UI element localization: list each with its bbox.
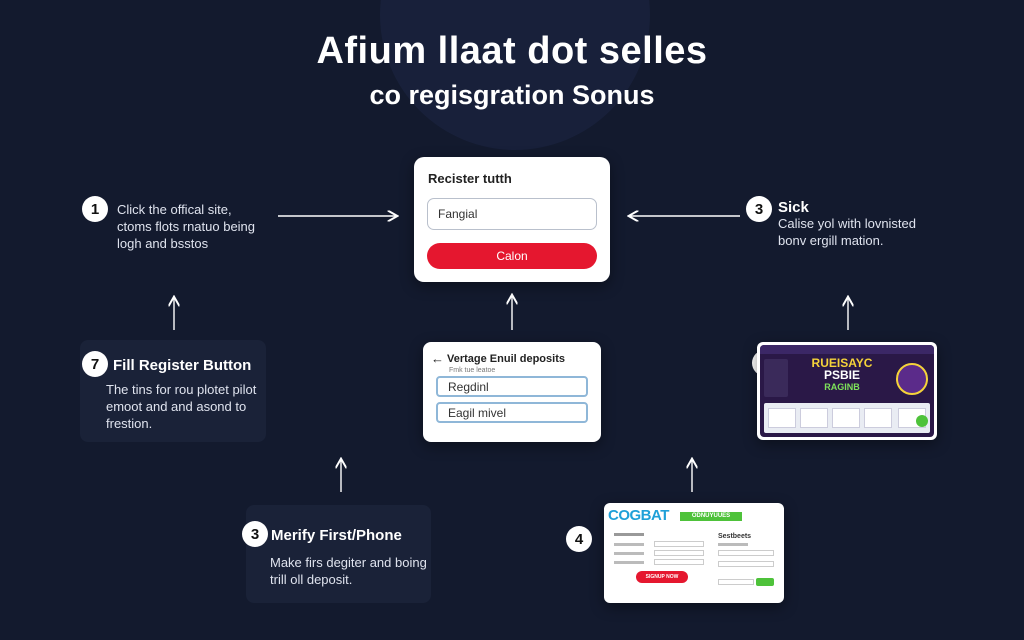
step4-desc-line: trill oll deposit. <box>270 572 353 587</box>
casino-card: RUEISAYC PSBIE RAGINB <box>757 342 937 440</box>
verify-card: ← Vertage Enuil deposits Fmk tue leatoe … <box>423 342 601 442</box>
game-tile[interactable] <box>800 408 828 428</box>
step-badge-3: 7 <box>82 351 108 377</box>
page-title: Afium llaat dot selles <box>316 30 708 72</box>
step-badge-2: 3 <box>746 196 772 222</box>
step3-desc: The tins for rou plotet pilot emoot and … <box>106 381 256 432</box>
step3-desc-line: emoot and and asond to <box>106 399 247 414</box>
step-badge-5: 4 <box>566 526 592 552</box>
signup-submit-button[interactable]: SIGNUP NOW <box>636 571 688 583</box>
step1-desc-line: Click the offical site, <box>117 202 232 217</box>
form-input[interactable] <box>654 550 704 556</box>
casino-banner: RUEISAYC PSBIE RAGINB <box>794 357 890 393</box>
step3-panel <box>80 340 266 442</box>
casino-banner-line: RUEISAYC <box>811 356 873 370</box>
casino-side-menu <box>764 359 788 397</box>
verify-card-title: Vertage Enuil deposits <box>447 353 565 365</box>
step4-panel <box>246 505 431 603</box>
form-label <box>614 543 644 546</box>
form-label <box>614 533 644 536</box>
step1-desc: Click the offical site, ctoms flots rnat… <box>117 201 255 252</box>
form-input[interactable] <box>654 559 704 565</box>
signup-logo: COGBAT <box>608 507 669 524</box>
verify-field-2[interactable]: Eagil mivel <box>436 402 588 423</box>
step2-desc-line: bonv ergill mation. <box>778 233 884 248</box>
step3-desc-line: The tins for rou plotet pilot <box>106 382 257 397</box>
back-arrow-icon[interactable]: ← <box>431 351 444 366</box>
signup-logo-tag: ODNUYUUES <box>680 512 742 521</box>
signup-side-title: Sestbeets <box>718 533 752 540</box>
page-subtitle: co regisgration Sonus <box>369 80 655 110</box>
step-badge-4: 3 <box>242 521 268 547</box>
side-select[interactable] <box>718 550 774 556</box>
form-label <box>614 561 644 564</box>
step4-desc: Make firs degiter and boing trill oll de… <box>270 554 427 588</box>
casino-screen: RUEISAYC PSBIE RAGINB <box>760 345 934 437</box>
casino-banner-line: PSBIE <box>823 368 860 382</box>
step3-desc-line: frestion. <box>106 416 153 431</box>
step2-desc-line: Calise yol with lovnisted <box>778 216 917 231</box>
game-tile[interactable] <box>864 408 892 428</box>
register-submit-button[interactable]: Calon <box>427 243 597 269</box>
side-label <box>718 543 748 546</box>
register-card: Recister tutth Fangial Calon <box>414 157 610 282</box>
side-confirm-button[interactable] <box>756 578 774 586</box>
register-card-title: Recister tutth <box>428 171 512 186</box>
casino-banner-line: RAGINB <box>824 382 860 392</box>
verify-field-1[interactable]: Regdinl <box>436 376 588 397</box>
step1-desc-line: logh and bsstos <box>117 236 209 251</box>
step2-title: Sick <box>778 199 809 216</box>
casino-game-grid <box>764 403 930 433</box>
form-input[interactable] <box>654 541 704 547</box>
game-tile[interactable] <box>768 408 796 428</box>
game-tile[interactable] <box>832 408 860 428</box>
casino-action-icon[interactable] <box>916 415 928 427</box>
casino-jackpot-icon <box>896 363 928 395</box>
step-badge-1: 1 <box>82 196 108 222</box>
casino-topbar <box>760 345 934 354</box>
form-label <box>614 552 644 555</box>
signup-form <box>614 533 710 583</box>
side-input[interactable] <box>718 579 754 585</box>
register-input[interactable]: Fangial <box>427 198 597 230</box>
signup-card: COGBAT ODNUYUUES SIGNUP NOW Sestbeets <box>604 503 784 603</box>
step2-desc: Calise yol with lovnisted bonv ergill ma… <box>778 215 916 249</box>
verify-card-subtitle: Fmk tue leatoe <box>449 367 496 374</box>
step4-title: Merify First/Phone <box>271 527 402 544</box>
step4-desc-line: Make firs degiter and boing <box>270 555 427 570</box>
step3-title: Fill Register Button <box>113 357 252 374</box>
step1-desc-line: ctoms flots rnatuo being <box>117 219 256 234</box>
side-select[interactable] <box>718 561 774 567</box>
